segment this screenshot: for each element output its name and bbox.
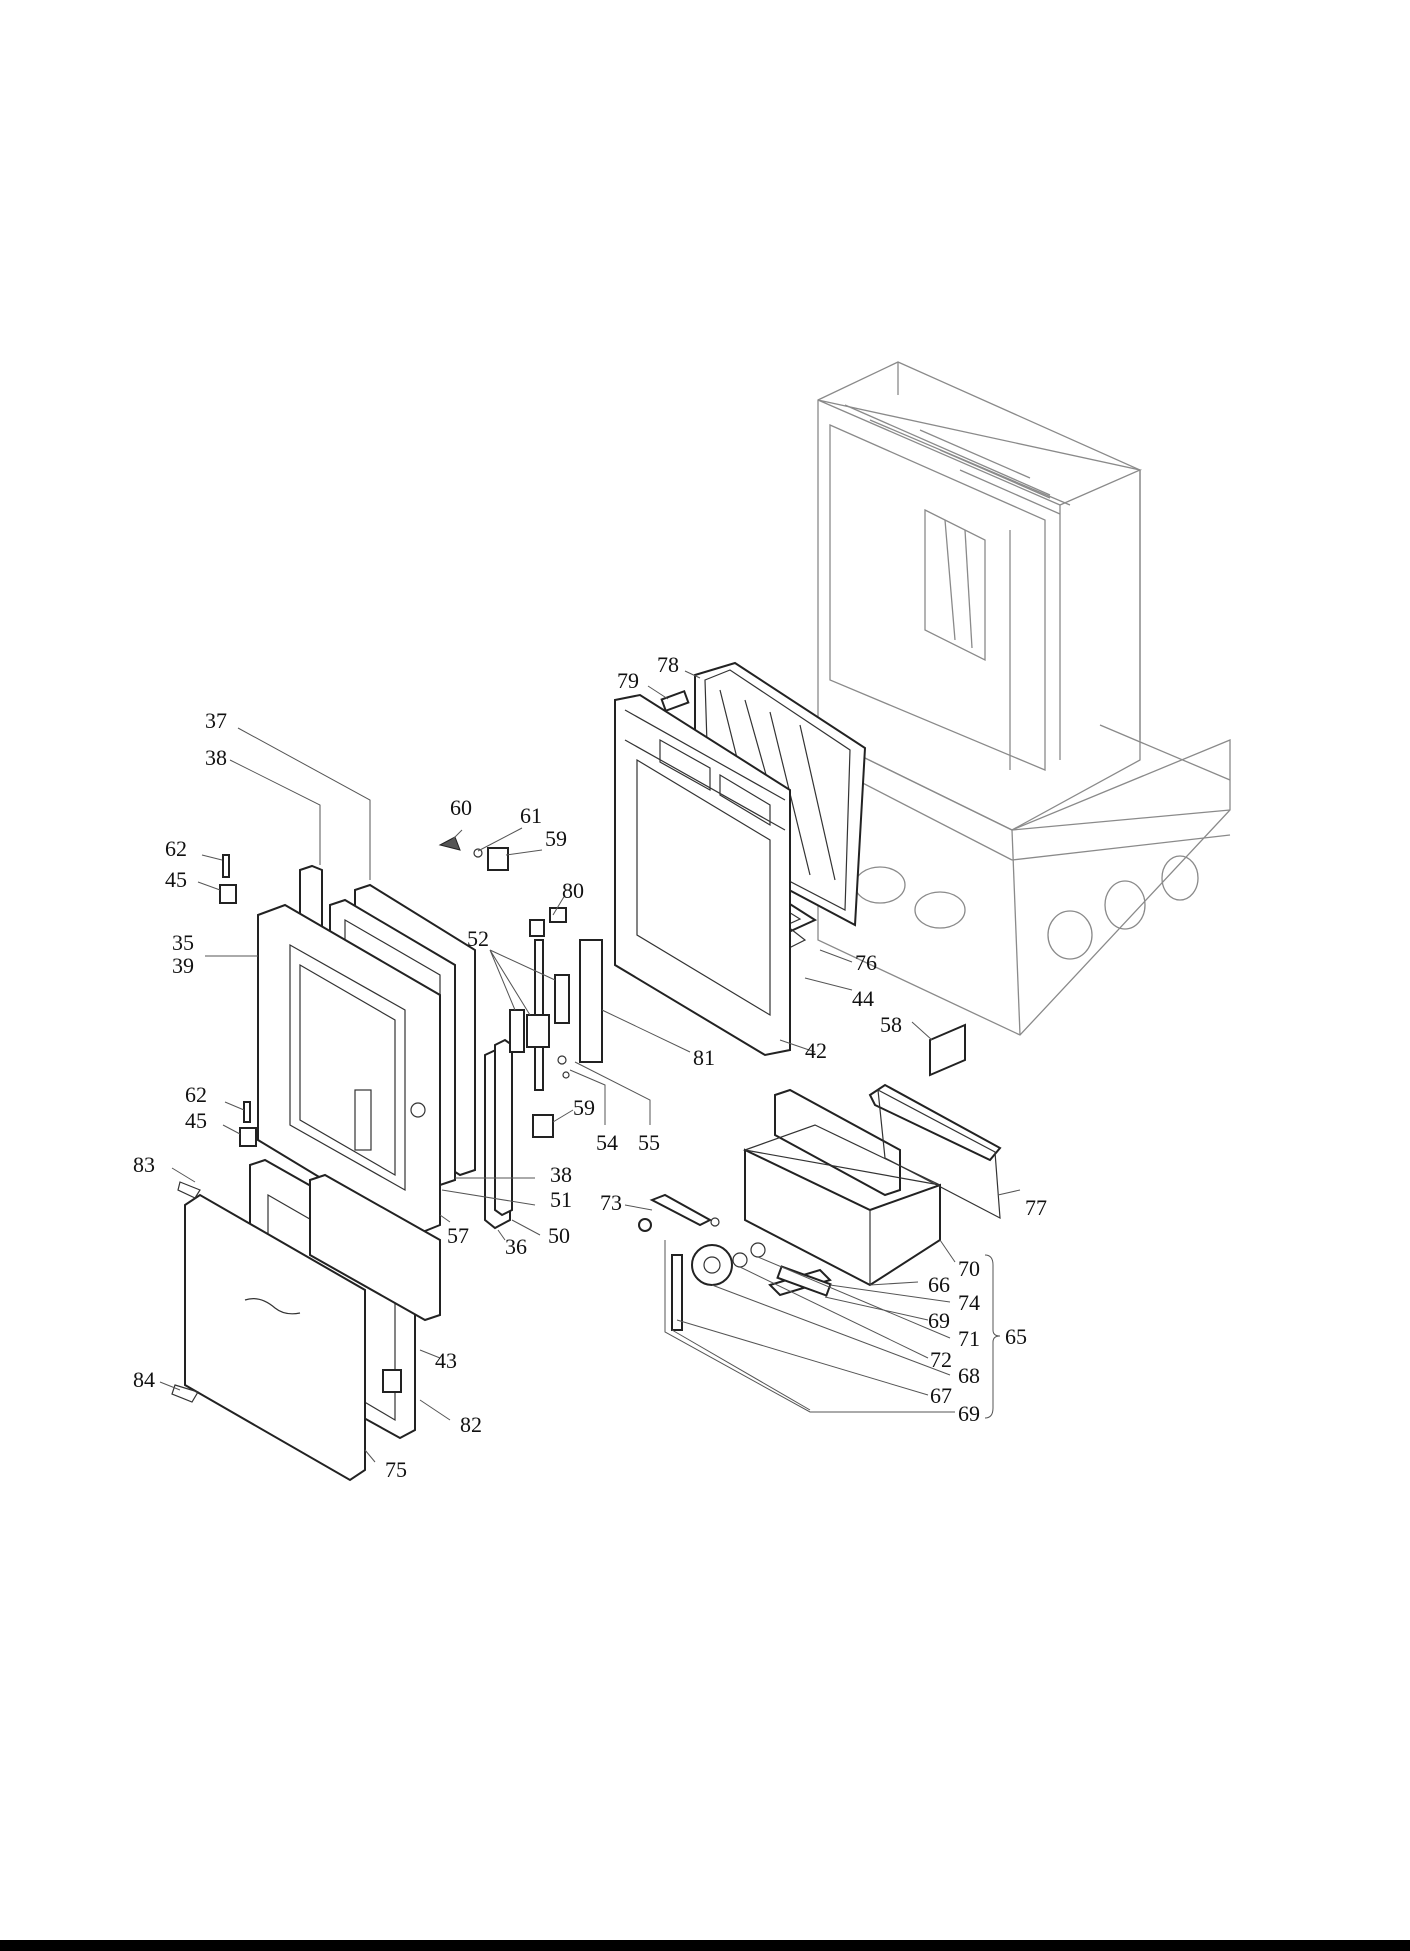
label-36: 36 bbox=[505, 1234, 527, 1259]
label-72: 72 bbox=[930, 1347, 952, 1372]
label-69: 69 bbox=[928, 1308, 950, 1333]
label-77: 77 bbox=[1025, 1195, 1047, 1220]
callout-labels: 37 38 62 45 35 39 60 61 59 80 52 79 78 7… bbox=[133, 652, 1047, 1482]
label-82: 82 bbox=[460, 1412, 482, 1437]
label-38: 38 bbox=[550, 1162, 572, 1187]
label-59: 59 bbox=[545, 826, 567, 851]
label-62: 62 bbox=[165, 836, 187, 861]
label-73: 73 bbox=[600, 1190, 622, 1215]
label-39: 39 bbox=[172, 953, 194, 978]
label-59: 59 bbox=[573, 1095, 595, 1120]
label-65: 65 bbox=[1005, 1324, 1027, 1349]
label-79: 79 bbox=[617, 668, 639, 693]
label-45: 45 bbox=[165, 867, 187, 892]
label-54: 54 bbox=[596, 1130, 618, 1155]
label-67: 67 bbox=[930, 1383, 952, 1408]
label-60: 60 bbox=[450, 795, 472, 820]
label-81: 81 bbox=[693, 1045, 715, 1070]
small-parts bbox=[219, 689, 690, 1147]
label-80: 80 bbox=[562, 878, 584, 903]
ash-drawer-assembly bbox=[742, 1023, 1002, 1297]
stove-body bbox=[817, 361, 1231, 1036]
label-62: 62 bbox=[185, 1082, 207, 1107]
front-frame bbox=[614, 693, 791, 1057]
leader-lines bbox=[159, 670, 1021, 1463]
latch-assembly bbox=[509, 907, 603, 1091]
label-51: 51 bbox=[550, 1187, 572, 1212]
label-68: 68 bbox=[958, 1363, 980, 1388]
label-66: 66 bbox=[928, 1272, 950, 1297]
label-52: 52 bbox=[467, 926, 489, 951]
label-75: 75 bbox=[385, 1457, 407, 1482]
label-76: 76 bbox=[855, 950, 877, 975]
label-83: 83 bbox=[133, 1152, 155, 1177]
label-45: 45 bbox=[185, 1108, 207, 1133]
label-37: 37 bbox=[205, 708, 227, 733]
label-50: 50 bbox=[548, 1223, 570, 1248]
drawer-handle-parts bbox=[638, 1193, 832, 1331]
label-70: 70 bbox=[958, 1256, 980, 1281]
door-35-39 bbox=[257, 903, 441, 1237]
label-71: 71 bbox=[958, 1326, 980, 1351]
label-44: 44 bbox=[852, 986, 874, 1011]
label-43: 43 bbox=[435, 1348, 457, 1373]
label-69: 69 bbox=[958, 1401, 980, 1426]
label-38: 38 bbox=[205, 745, 227, 770]
label-42: 42 bbox=[805, 1038, 827, 1063]
label-35: 35 bbox=[172, 930, 194, 955]
page-bottom-border bbox=[0, 1940, 1410, 1951]
label-61: 61 bbox=[520, 803, 542, 828]
label-74: 74 bbox=[958, 1290, 980, 1315]
label-58: 58 bbox=[880, 1012, 902, 1037]
label-55: 55 bbox=[638, 1130, 660, 1155]
label-78: 78 bbox=[657, 652, 679, 677]
label-84: 84 bbox=[133, 1367, 155, 1392]
label-57: 57 bbox=[447, 1223, 469, 1248]
front-door-assembly bbox=[171, 1158, 441, 1482]
side-bars bbox=[484, 1038, 513, 1230]
